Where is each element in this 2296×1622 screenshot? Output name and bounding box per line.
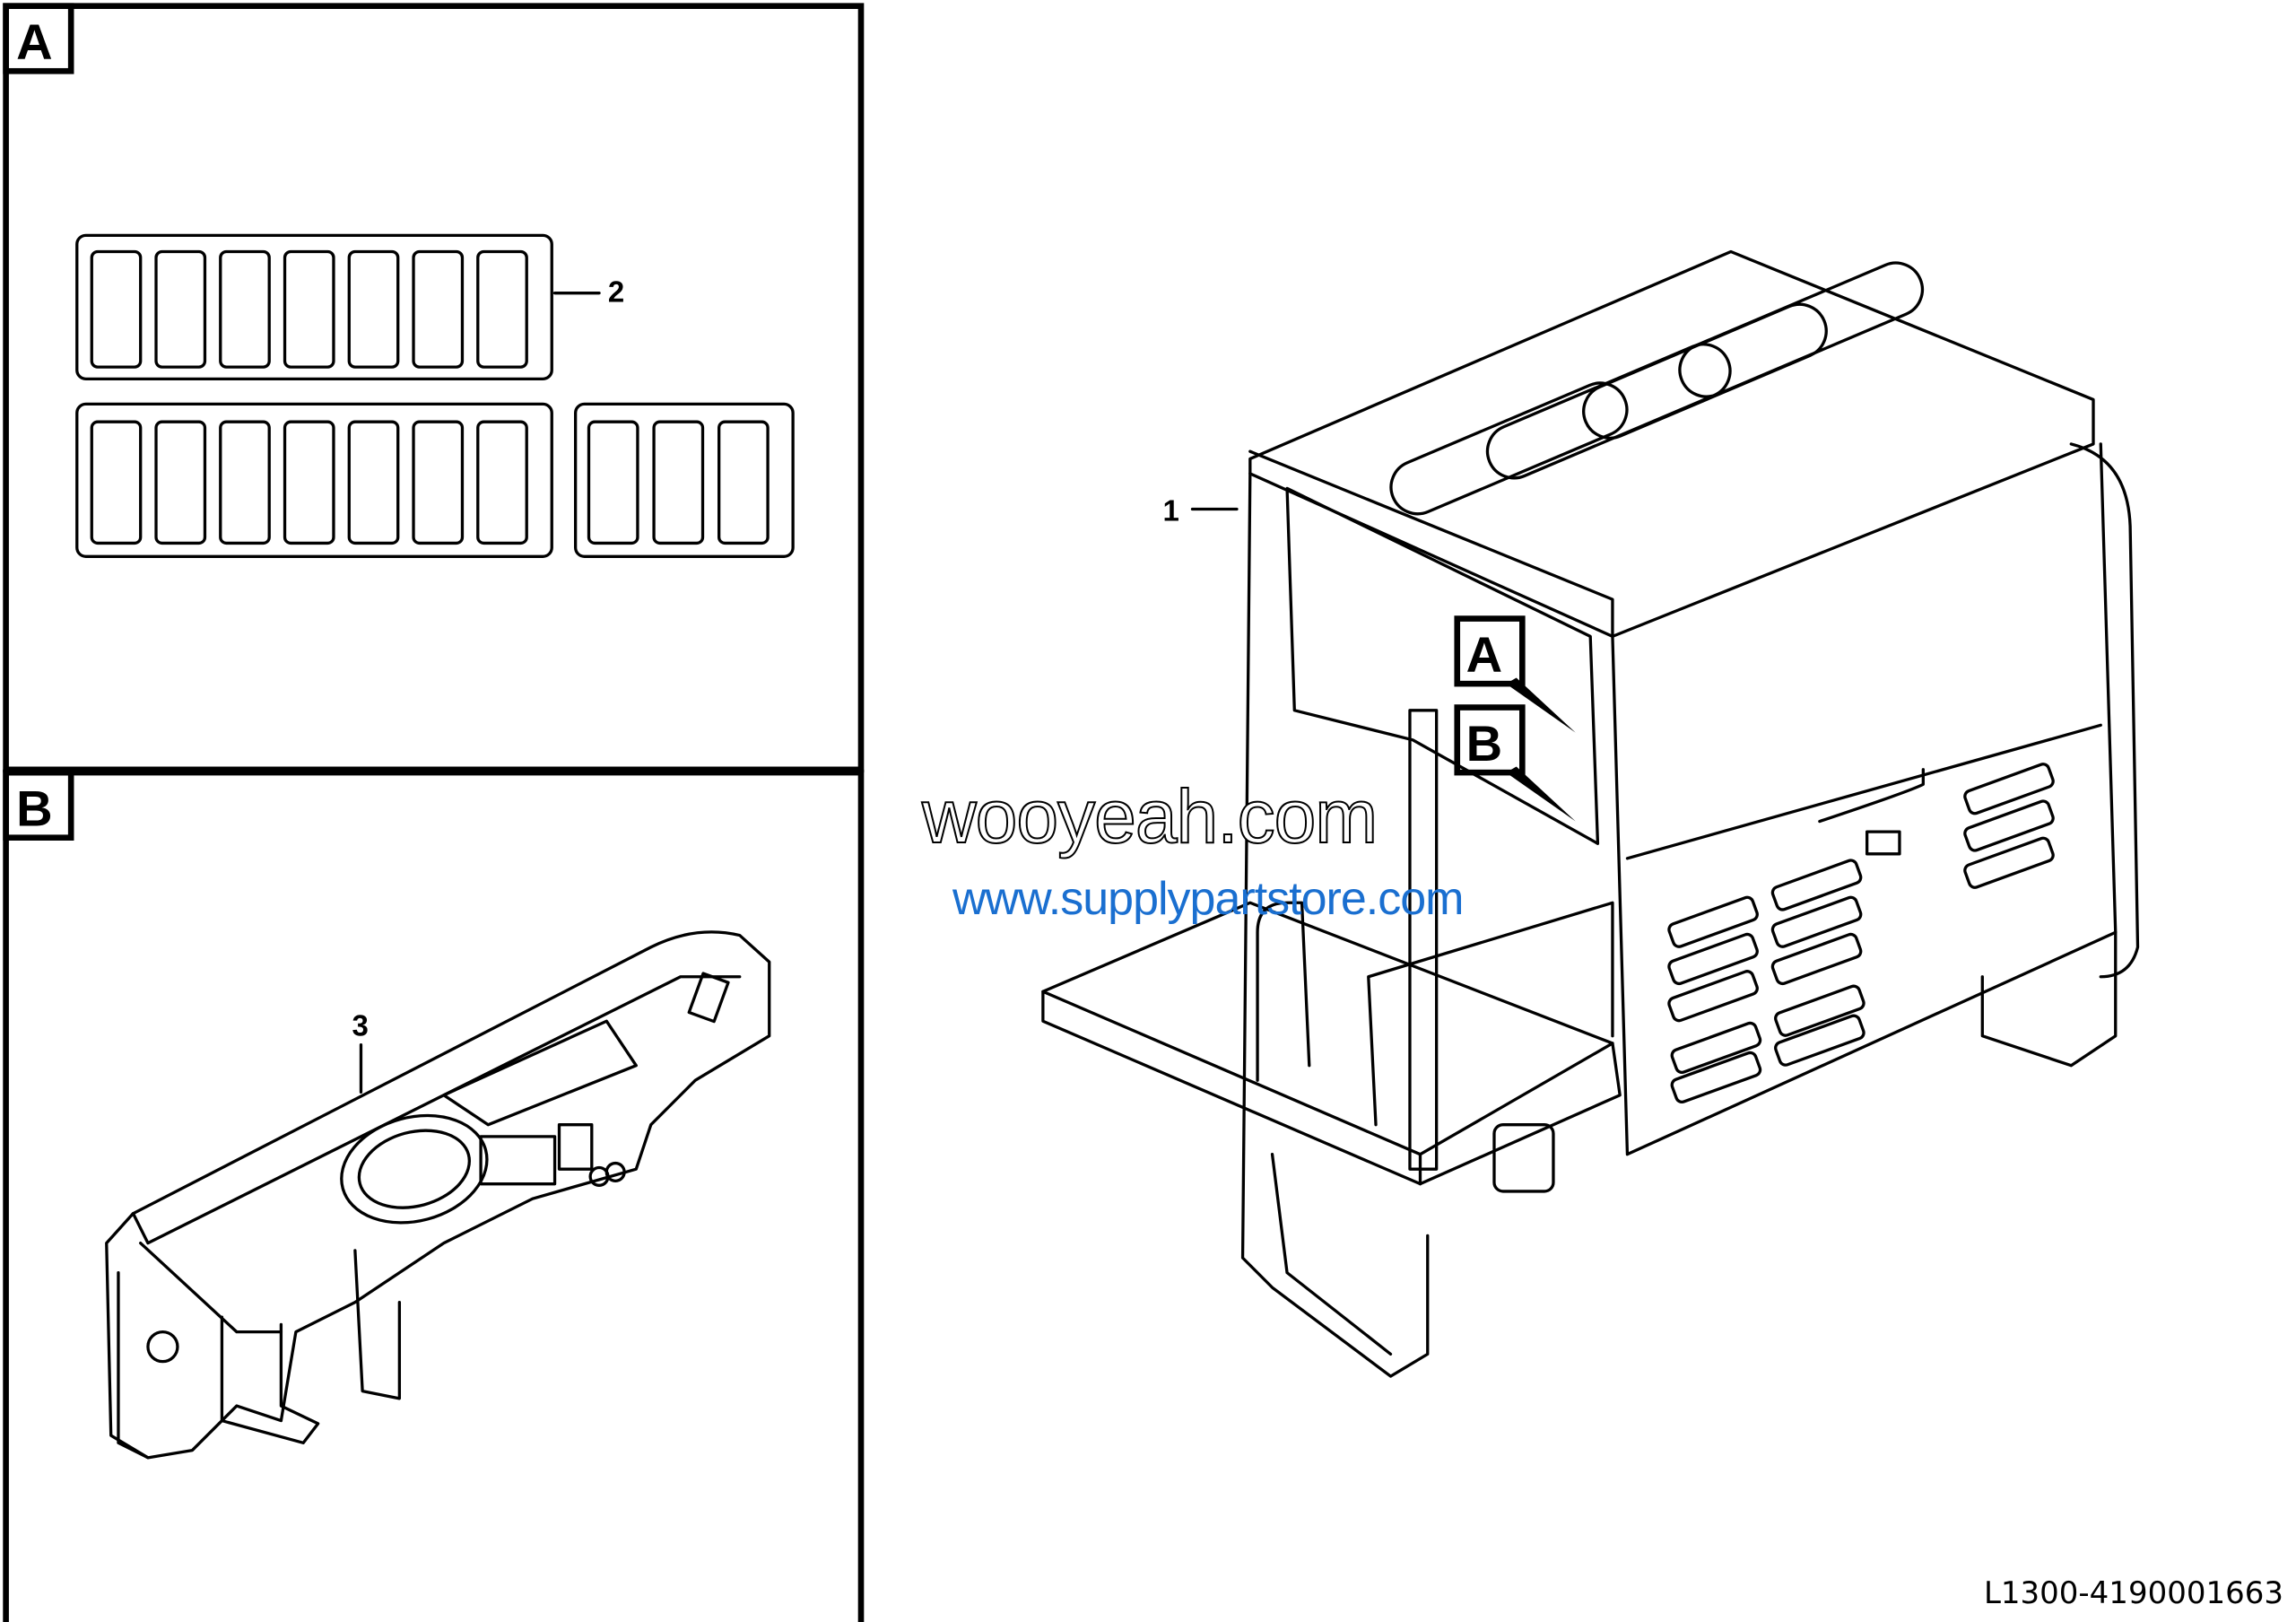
detail-panel-a: A 2	[3, 3, 865, 773]
switch-panel-row-2	[75, 402, 795, 558]
grille-slot	[1770, 932, 1863, 986]
switch-cell	[476, 249, 528, 369]
switch-cell	[154, 420, 207, 545]
switch-cell	[587, 420, 639, 545]
grille-slot	[1963, 763, 2055, 815]
switch-cell	[412, 249, 465, 369]
switch-cell	[154, 249, 207, 369]
switch-cell	[652, 420, 705, 545]
grille-slot	[1963, 799, 2055, 852]
grille-slot	[1667, 970, 1759, 1023]
grille-slot	[1774, 1014, 1866, 1067]
grille-slot	[1670, 1021, 1762, 1075]
switch-cell	[90, 420, 143, 545]
grille-slot	[1770, 859, 1863, 911]
grille-slot	[1770, 895, 1863, 948]
drawing-code: L1300-4190001663	[1983, 1575, 2283, 1611]
switch-cell	[476, 420, 528, 545]
watermark-secondary: www.supplypartstore.com	[952, 873, 1464, 925]
panel-b-letter: B	[16, 780, 53, 836]
switch-cell	[219, 420, 271, 545]
switch-cell	[347, 249, 400, 369]
grille-slot	[1963, 836, 2055, 889]
switch-cell	[718, 420, 770, 545]
switch-cell	[283, 249, 335, 369]
watermark-primary: wooyeah.com	[921, 773, 1378, 859]
cab-drawing: 1 A B	[1041, 249, 2140, 1378]
switch-cell	[412, 420, 465, 545]
detail-marker-b: B	[1466, 715, 1503, 772]
detail-marker-a: A	[1466, 626, 1503, 683]
grille-slot	[1670, 1051, 1762, 1104]
switch-cell	[90, 249, 143, 369]
callout-2: 2	[608, 275, 624, 309]
grille-slot	[1667, 932, 1759, 986]
switch-cell	[283, 420, 335, 545]
callout-3: 3	[352, 1009, 369, 1042]
grille-slot	[1667, 895, 1759, 948]
grille-slot	[1774, 984, 1866, 1037]
switch-panel-row-1	[75, 233, 553, 380]
callout-1: 1	[1162, 494, 1178, 528]
detail-panel-b: B 3	[3, 769, 865, 1622]
switch-cell	[347, 420, 400, 545]
panel-a-letter: A	[16, 13, 53, 70]
dashboard-drawing	[105, 930, 771, 1460]
switch-cell	[219, 249, 271, 369]
